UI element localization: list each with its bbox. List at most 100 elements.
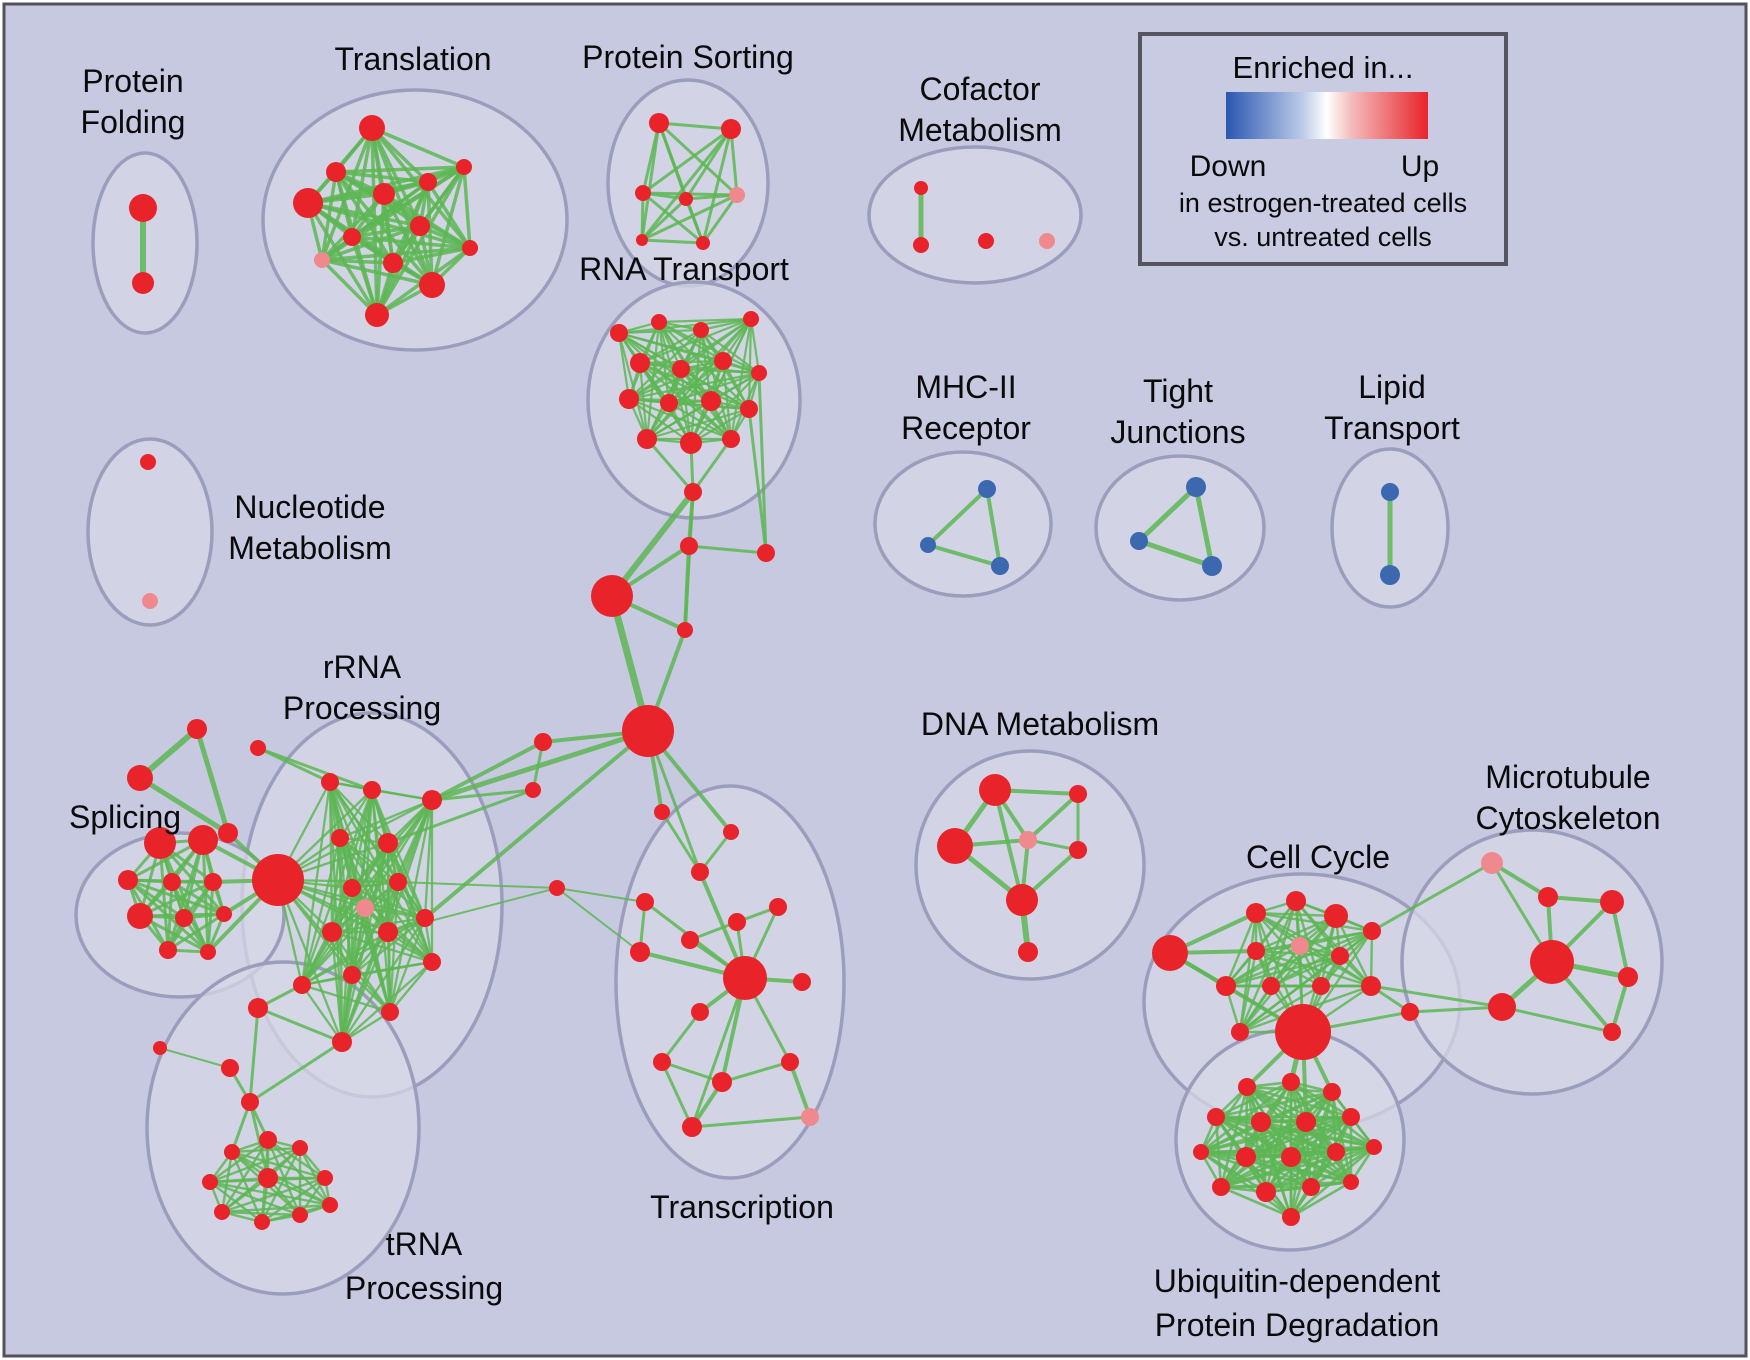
node-ub2 (1282, 1073, 1300, 1091)
cluster-label-cofactor-metabolism: Cofactor (920, 71, 1041, 107)
node-rr14 (343, 966, 361, 984)
node-sp10 (200, 944, 216, 960)
node-rr5 (331, 829, 349, 847)
edge (1224, 944, 1302, 988)
node-sp7 (175, 909, 193, 927)
node-rr2 (321, 773, 339, 791)
edge (423, 729, 650, 920)
node-ub6 (1296, 1112, 1316, 1132)
edge (230, 1146, 302, 1154)
edge (429, 728, 651, 803)
edge (691, 437, 733, 494)
edge (330, 916, 427, 934)
edge (256, 1006, 344, 1044)
edge (926, 487, 989, 547)
node-nm1 (140, 454, 156, 470)
node-rt6 (672, 360, 690, 378)
node-cc4 (1324, 904, 1348, 928)
edge (166, 912, 226, 952)
edge (338, 788, 374, 840)
node-rr1 (250, 740, 266, 756)
edge (300, 983, 392, 1014)
edge (660, 1060, 694, 1129)
edge (350, 880, 400, 977)
edge (657, 317, 753, 324)
edge (1199, 1120, 1263, 1154)
edge (138, 880, 215, 918)
cluster-ellipse-cofactor-metabolism (867, 145, 1083, 285)
node-dm6 (1006, 884, 1038, 916)
edge (1370, 861, 1494, 933)
edge (1224, 954, 1342, 988)
edge (1610, 900, 1630, 979)
edge (640, 197, 688, 242)
node-mc7 (1603, 1023, 1621, 1041)
edge (1224, 914, 1338, 988)
node-tl4 (373, 183, 395, 205)
node-mc4 (1530, 940, 1574, 984)
cluster-label-translation: Translation (334, 41, 491, 77)
node-tx9 (723, 956, 767, 1000)
cluster-ellipse-mhc-ii-receptor (873, 450, 1053, 598)
node-ps5 (729, 187, 745, 203)
cluster-label-tight-junctions: Junctions (1110, 414, 1245, 450)
node-cn4 (680, 537, 698, 555)
node-ub15 (1302, 1178, 1320, 1196)
cluster-label-tight-junctions: Tight (1143, 373, 1213, 409)
edge (248, 1006, 260, 1104)
node-cf4 (1039, 233, 1055, 249)
edge (627, 317, 753, 401)
edge (640, 127, 733, 242)
edge (334, 170, 434, 287)
edge (300, 836, 342, 987)
node-cf1 (914, 181, 928, 195)
edge (617, 331, 631, 401)
node-tn3 (221, 1059, 239, 1077)
node-sg3 (218, 823, 238, 843)
legend-caption-line1: in estrogen-treated cells (1179, 188, 1467, 218)
edge (1269, 954, 1342, 988)
node-tl5 (419, 173, 437, 191)
node-tx11 (691, 1003, 709, 1021)
node-dm7 (1018, 942, 1038, 962)
legend-box (1138, 32, 1508, 266)
legend: Enriched in... Down Up in estrogen-treat… (1138, 32, 1508, 266)
edge (1408, 1005, 1504, 1014)
edge (657, 121, 739, 197)
edge (350, 224, 422, 239)
node-tn6 (224, 1144, 240, 1160)
edge (300, 788, 374, 987)
legend-gradient-bar (1226, 92, 1428, 139)
node-rt8 (751, 365, 767, 381)
node-rr8 (389, 873, 407, 891)
node-ub1 (1238, 1078, 1256, 1096)
edge (1136, 538, 1215, 569)
edge (1199, 1150, 1293, 1219)
edge (338, 836, 354, 977)
cluster-label-trna-processing: tRNA (386, 1226, 463, 1262)
edge (370, 788, 434, 802)
edge (256, 746, 374, 792)
edge (690, 1115, 812, 1129)
node-cc5 (1363, 922, 1381, 940)
edge (382, 192, 395, 265)
node-rr7 (343, 879, 361, 897)
node-ub14 (1256, 1182, 1276, 1202)
node-rt9 (619, 389, 639, 409)
node-rt13 (637, 429, 657, 449)
edge (788, 1060, 812, 1119)
edge (137, 775, 231, 836)
node-mh2 (920, 537, 936, 553)
edge (206, 880, 215, 954)
node-tx10 (793, 973, 811, 991)
cluster-label-dna-metabolism: DNA Metabolism (921, 706, 1159, 742)
edge (657, 320, 733, 441)
node-mc2 (1538, 887, 1558, 907)
edge (340, 960, 434, 1044)
cluster-label-transcription: Transcription (650, 1189, 834, 1225)
edge (640, 121, 661, 242)
node-ps4 (679, 192, 693, 206)
node-tn5 (259, 1131, 277, 1149)
node-cn1 (684, 483, 702, 501)
node-ub17 (1282, 1208, 1300, 1226)
